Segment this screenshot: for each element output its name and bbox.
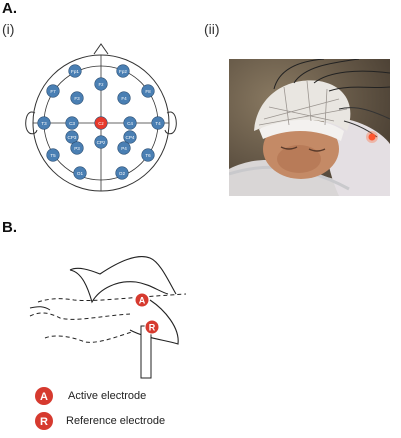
electrode-fp1 (68, 64, 82, 78)
electrode-label-cpz: CPz (97, 140, 106, 145)
legend-active-label: Active electrode (68, 390, 147, 402)
right-ear-outline (164, 111, 177, 135)
electrode-label-p4: P4 (121, 146, 127, 151)
electrode-t3 (37, 116, 51, 130)
electrode-label-f8: F8 (145, 89, 151, 94)
electrode-label-fp1: Fp1 (71, 69, 79, 74)
electrode-label-f3: F3 (74, 96, 80, 101)
active-marker-letter: A (139, 296, 146, 306)
left-ear-outline (25, 111, 38, 135)
electrode-cpz (94, 135, 108, 149)
electrode-fz (94, 77, 108, 91)
nose-outline (93, 43, 109, 55)
electrode-c4 (123, 116, 137, 130)
legend-reference-letter: R (40, 416, 48, 428)
panel-a-sub-i-label: (i) (2, 21, 15, 37)
electrode-label-f7: F7 (50, 89, 56, 94)
electrode-label-c3: C3 (69, 121, 75, 126)
electrode-cp3 (65, 130, 79, 144)
electrode-t5 (46, 148, 60, 162)
legend-reference-label: Reference electrode (66, 415, 166, 427)
electrode-f8 (141, 84, 155, 98)
reference-marker (144, 319, 160, 335)
electrode-p4 (117, 141, 131, 155)
electrode-label-t4: T4 (155, 121, 161, 126)
electrode-fp2 (116, 64, 130, 78)
electrode-label-fz: Fz (98, 82, 104, 87)
electrode-t4 (151, 116, 165, 130)
infant-eeg-photo (229, 59, 390, 196)
electrode-label-cz: Cz (98, 121, 104, 126)
dashed-middle-line (29, 312, 131, 320)
electrode-label-cp3: CP3 (68, 135, 77, 140)
electrode-label-t3: T3 (41, 121, 47, 126)
electrode-c3 (65, 116, 79, 130)
electrode-t6 (141, 148, 155, 162)
electrode-label-cp4: CP4 (126, 135, 135, 140)
chin-stroke (29, 306, 51, 311)
infant-eeg-photo-image (229, 59, 390, 196)
legend-reference-circle (35, 412, 53, 430)
electrode-label-t6: T6 (145, 153, 151, 158)
electrode-label-t5: T5 (50, 153, 56, 158)
panel-b-label: B. (2, 219, 17, 236)
inner-profile-outline (69, 269, 169, 304)
panel-a-sub-ii-label: (ii) (204, 21, 220, 37)
panel-a-label: A. (2, 0, 17, 17)
legend-markers: A R (35, 387, 53, 430)
electrode-o1 (73, 166, 87, 180)
electrode-label-fp2: Fp2 (119, 69, 127, 74)
electrode-f4 (117, 91, 131, 105)
dashed-lower-line (44, 331, 133, 343)
electrode-label-o2: O2 (119, 171, 126, 176)
dashed-upper-line (37, 293, 187, 303)
active-marker (134, 292, 150, 308)
electrode-p3 (70, 141, 84, 155)
electrode-cz (94, 116, 108, 130)
electrode-o2 (115, 166, 129, 180)
side-view-diagram: A R (29, 256, 187, 379)
electrode-label-p3: P3 (74, 146, 80, 151)
electrode-f3 (70, 91, 84, 105)
electrode-label-f4: F4 (121, 96, 127, 101)
electrode-f7 (46, 84, 60, 98)
electrode-cp4 (123, 130, 137, 144)
legend-active-letter: A (40, 391, 48, 403)
electrode-label-o1: O1 (77, 171, 84, 176)
reference-marker-letter: R (149, 323, 156, 333)
legend-active-circle (35, 387, 53, 405)
electrode-label-c4: C4 (127, 121, 133, 126)
head-profile-outline (69, 256, 177, 295)
